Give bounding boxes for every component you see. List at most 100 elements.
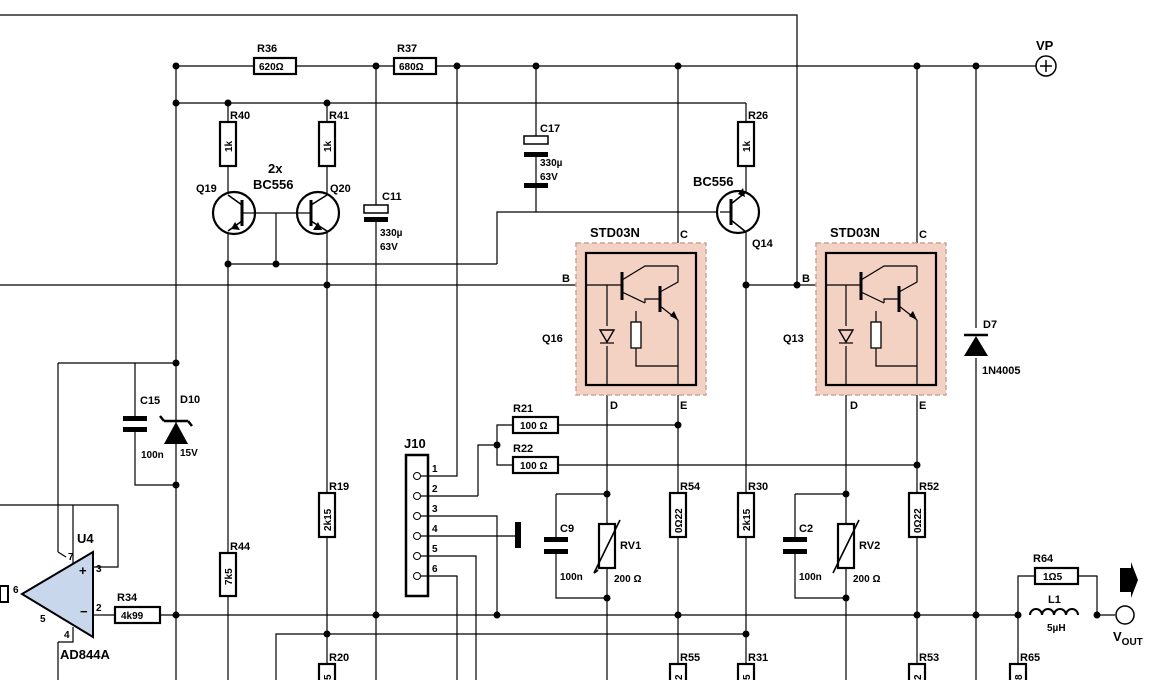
svg-text:100 Ω: 100 Ω [520, 421, 547, 432]
capacitor-c11: C11 330µ 63V [363, 191, 403, 253]
svg-text:R52: R52 [919, 481, 939, 493]
svg-text:63V: 63V [380, 242, 398, 253]
svg-text:R26: R26 [748, 110, 768, 122]
zener-diode-d10: D10 15V [159, 394, 200, 459]
resistor-r65: R65 8 [1008, 652, 1040, 680]
vout-subscript: OUT [1122, 637, 1143, 648]
svg-text:5µH: 5µH [1047, 623, 1066, 634]
resistor-r37: R37 680Ω [392, 43, 438, 76]
svg-text:R53: R53 [919, 652, 939, 664]
svg-text:5: 5 [40, 614, 46, 625]
svg-text:2: 2 [96, 603, 102, 614]
svg-text:200 Ω: 200 Ω [614, 574, 641, 585]
capacitor-c15: C15 100n [123, 395, 164, 461]
svg-text:R37: R37 [397, 43, 417, 55]
svg-text:100n: 100n [141, 450, 164, 461]
svg-text:620Ω: 620Ω [259, 62, 284, 73]
svg-text:5: 5 [432, 544, 438, 555]
svg-text:R19: R19 [329, 481, 349, 493]
connector-j10: J10 1 2 3 4 5 6 [404, 436, 521, 598]
svg-text:0Ω22: 0Ω22 [674, 508, 685, 533]
transistor-pair-type: BC556 [253, 177, 293, 192]
svg-text:R30: R30 [748, 481, 768, 493]
svg-text:STD03N: STD03N [590, 225, 640, 240]
svg-text:2k15: 2k15 [323, 508, 334, 531]
svg-text:2: 2 [913, 674, 924, 680]
resistor-r52: R52 0Ω22 [907, 481, 939, 539]
transistor-q16: STD03N Q16 B C D E [542, 225, 707, 412]
svg-text:100n: 100n [799, 572, 822, 583]
svg-text:RV2: RV2 [859, 540, 880, 552]
transistor-q20: Q20 [295, 183, 351, 236]
svg-text:15V: 15V [180, 448, 198, 459]
junctions [172, 62, 1101, 638]
svg-text:100 Ω: 100 Ω [520, 461, 547, 472]
svg-text:Q16: Q16 [542, 333, 563, 345]
vout-terminal: VOUT [1113, 562, 1143, 648]
svg-text:R21: R21 [513, 403, 533, 415]
resistor-r22: R22 100 Ω [511, 443, 560, 475]
svg-text:D7: D7 [983, 319, 997, 331]
svg-text:C: C [680, 229, 688, 241]
resistor-r26: R26 1k [736, 110, 768, 168]
svg-text:100n: 100n [560, 572, 583, 583]
resistor-r44: R44 7k5 [218, 541, 251, 598]
resistor-r54: R54 0Ω22 [668, 481, 701, 539]
resistor-r19: R19 2k15 [317, 481, 349, 539]
svg-text:7k5: 7k5 [224, 568, 235, 585]
resistor-r36: R36 620Ω [252, 43, 298, 76]
inductor-l1: L1 5µH [1029, 594, 1079, 634]
svg-text:+: + [79, 563, 87, 578]
svg-text:L1: L1 [1048, 594, 1061, 606]
capacitor-c2: C2 100n [783, 523, 822, 583]
svg-text:D10: D10 [180, 394, 200, 406]
svg-text:4: 4 [64, 630, 70, 641]
resistor-r31: R31 5 [736, 652, 768, 680]
opamp-u4: + − U4 AD844A 7 3 6 2 5 4 [0, 505, 110, 662]
svg-text:R44: R44 [230, 541, 251, 553]
svg-text:0Ω22: 0Ω22 [913, 508, 924, 533]
svg-text:B: B [802, 273, 810, 285]
svg-text:3: 3 [96, 564, 102, 575]
svg-text:2: 2 [432, 484, 438, 495]
svg-text:200 Ω: 200 Ω [853, 574, 880, 585]
svg-text:R64: R64 [1033, 553, 1054, 565]
svg-text:5: 5 [323, 674, 334, 680]
capacitor-c9: C9 100n [544, 523, 583, 583]
vp-terminal: VP [1035, 38, 1057, 77]
svg-text:−: − [80, 604, 88, 619]
svg-text:D: D [610, 400, 618, 412]
svg-text:RV1: RV1 [620, 540, 641, 552]
transistor-pair-note: 2x [268, 161, 283, 176]
svg-text:1: 1 [432, 464, 438, 475]
resistor-r20: R20 5 [317, 652, 349, 680]
svg-text:J10: J10 [404, 436, 426, 451]
resistor-r55: R55 2 [668, 652, 700, 680]
capacitor-c17: C17 330µ 63V [523, 123, 563, 188]
resistor-r34: R34 4k99 [113, 592, 162, 625]
svg-text:C2: C2 [799, 523, 813, 535]
svg-text:63V: 63V [540, 172, 558, 183]
diode-d7: D7 1N4005 [964, 319, 1021, 377]
svg-text:6: 6 [13, 585, 19, 596]
svg-text:680Ω: 680Ω [399, 62, 424, 73]
resistor-r41: R41 1k [317, 110, 349, 168]
svg-text:Q19: Q19 [196, 183, 217, 195]
svg-text:R36: R36 [257, 43, 277, 55]
svg-text:1Ω5: 1Ω5 [1043, 572, 1063, 583]
svg-text:BC556: BC556 [693, 174, 733, 189]
svg-text:R20: R20 [329, 652, 349, 664]
potentiometer-rv2: RV2 200 Ω [832, 519, 880, 585]
svg-text:R22: R22 [513, 443, 533, 455]
svg-text:C: C [919, 229, 927, 241]
svg-text:1k: 1k [742, 140, 753, 152]
svg-text:1k: 1k [323, 140, 334, 152]
resistor-r21: R21 100 Ω [511, 403, 560, 435]
svg-text:VOUT: VOUT [1113, 629, 1143, 648]
svg-text:Q13: Q13 [783, 333, 804, 345]
vout-label: V [1113, 629, 1122, 644]
svg-text:330µ: 330µ [380, 228, 403, 239]
resistor-r30: R30 2k15 [736, 481, 768, 539]
svg-text:U4: U4 [77, 531, 94, 546]
svg-text:E: E [680, 400, 687, 412]
